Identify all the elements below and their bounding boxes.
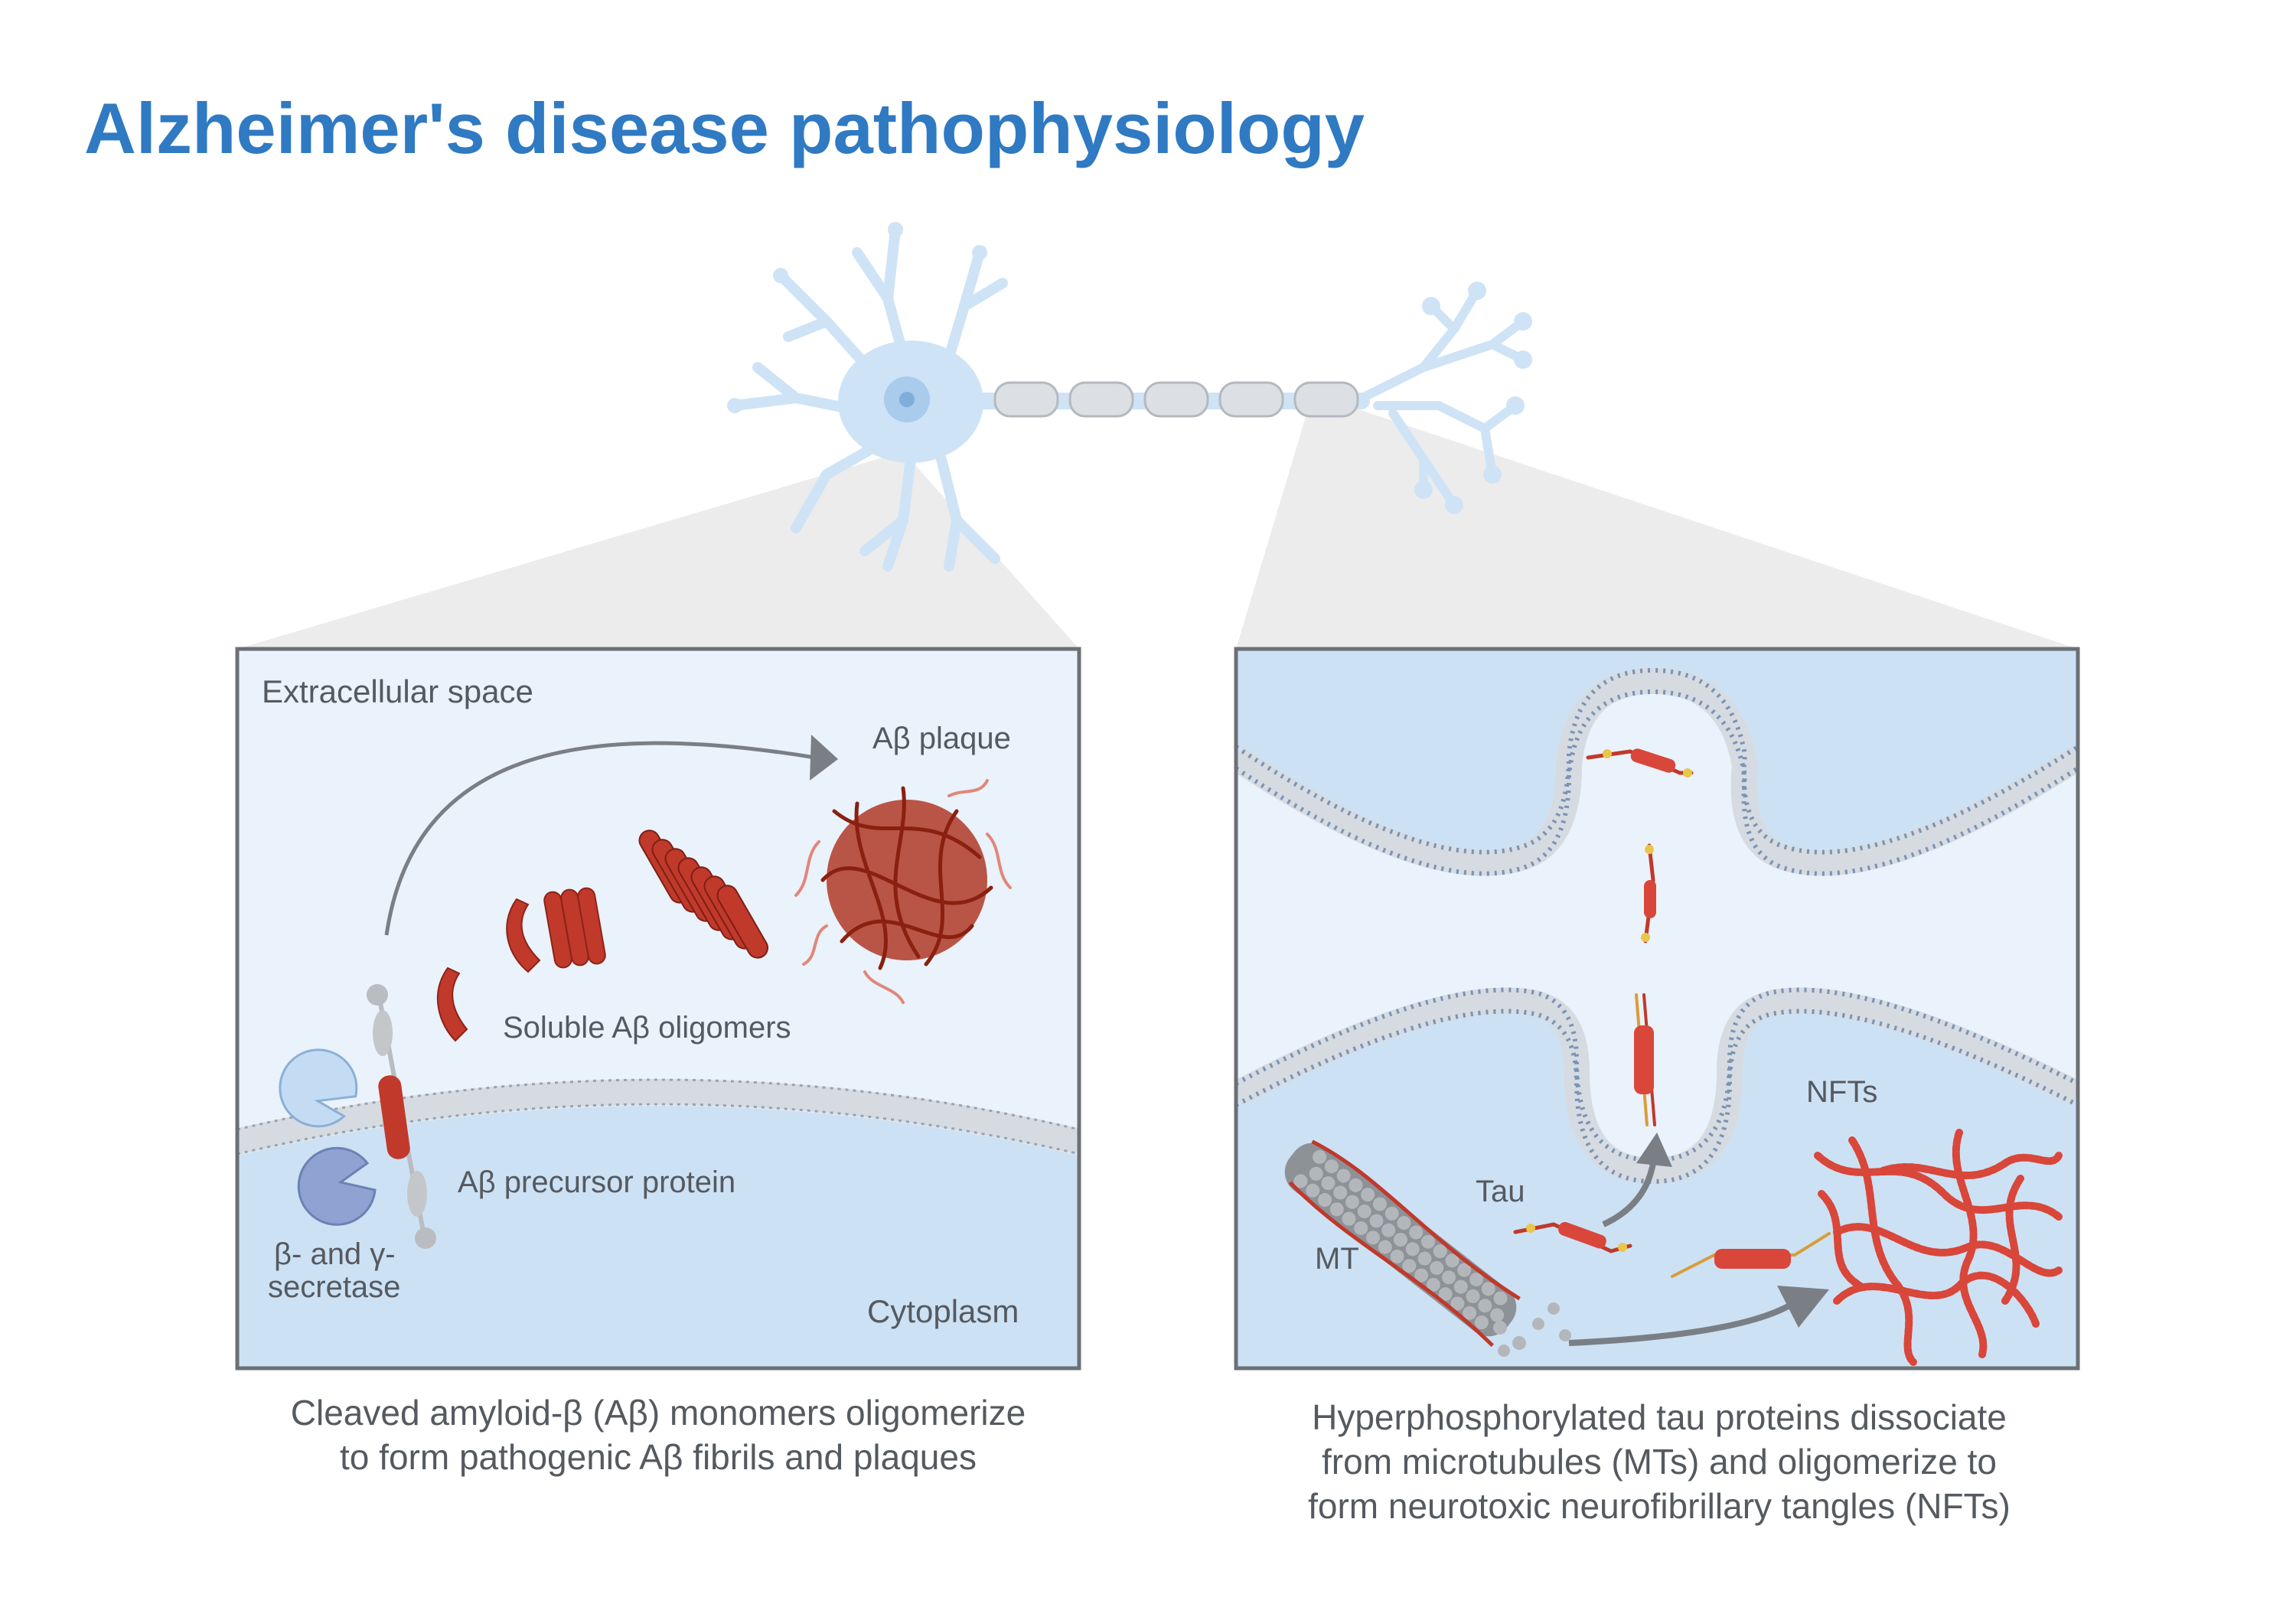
- amyloid-fibril: [638, 830, 768, 959]
- right-caption-line2: from microtubules (MTs) and oligomerize …: [1322, 1442, 1997, 1482]
- microtubule: [1284, 1139, 1521, 1348]
- tau-label: Tau: [1476, 1175, 1525, 1208]
- left-caption-line1: Cleaved amyloid-β (Aβ) monomers oligomer…: [291, 1393, 1026, 1433]
- secretase-label-line1: β- and γ-: [274, 1237, 396, 1271]
- nucleolus: [899, 392, 915, 407]
- tubulin-debris: [1493, 1302, 1571, 1357]
- secretase-label-line2: secretase: [268, 1270, 400, 1304]
- amyloid-plaque: [794, 779, 1012, 1004]
- oligomers-label: Soluble Aβ oligomers: [503, 1011, 791, 1045]
- neurofibrillary-tangles: [1814, 1129, 2063, 1366]
- cell-membrane: [237, 1079, 1079, 1155]
- upper-membrane: [1236, 667, 2078, 876]
- plaque-label: Aβ plaque: [872, 722, 1011, 755]
- right-zoom-cone: [1236, 394, 2078, 649]
- page-title: Alzheimer's disease pathophysiology: [84, 88, 1365, 168]
- tau-proteins: [1513, 748, 1831, 1278]
- nfts-label: NFTs: [1806, 1075, 1877, 1109]
- left-zoom-cone: [237, 451, 1079, 649]
- amyloid-precursor-protein: [367, 984, 436, 1249]
- upper-cell-region: [1236, 649, 2078, 863]
- cytoplasm-label: Cytoplasm: [867, 1293, 1019, 1329]
- extracellular-space-label: Extracellular space: [262, 673, 533, 709]
- release-arrow: [1602, 1162, 1656, 1227]
- myelin-sheath: [993, 381, 1359, 418]
- aggregation-arrowhead: [810, 735, 838, 781]
- amyloid-panel: [237, 649, 1079, 1368]
- tau-panel-frame: [1234, 647, 2080, 1371]
- left-caption-line2: to form pathogenic Aβ fibrils and plaque…: [340, 1437, 977, 1477]
- cytoplasm-region: [237, 1106, 1079, 1368]
- beta-secretase-icon: [279, 1048, 358, 1128]
- amyloid-oligomers: [436, 887, 606, 1042]
- release-arrowhead: [1636, 1133, 1672, 1167]
- precursor-protein-label: Aβ precursor protein: [458, 1165, 735, 1199]
- amyloid-panel-frame: [235, 647, 1081, 1371]
- right-caption-line1: Hyperphosphorylated tau proteins dissoci…: [1312, 1397, 2007, 1437]
- terminal-buttons: [727, 222, 1532, 514]
- aggregation-arrowhead-right: [1777, 1286, 1829, 1328]
- aggregation-arrow-right: [1568, 1302, 1792, 1346]
- aggregation-arrow: [384, 741, 816, 936]
- right-caption-line3: form neurotoxic neurofibrillary tangles …: [1308, 1486, 2011, 1526]
- mt-label: MT: [1315, 1242, 1359, 1276]
- gamma-secretase-icon: [297, 1146, 377, 1226]
